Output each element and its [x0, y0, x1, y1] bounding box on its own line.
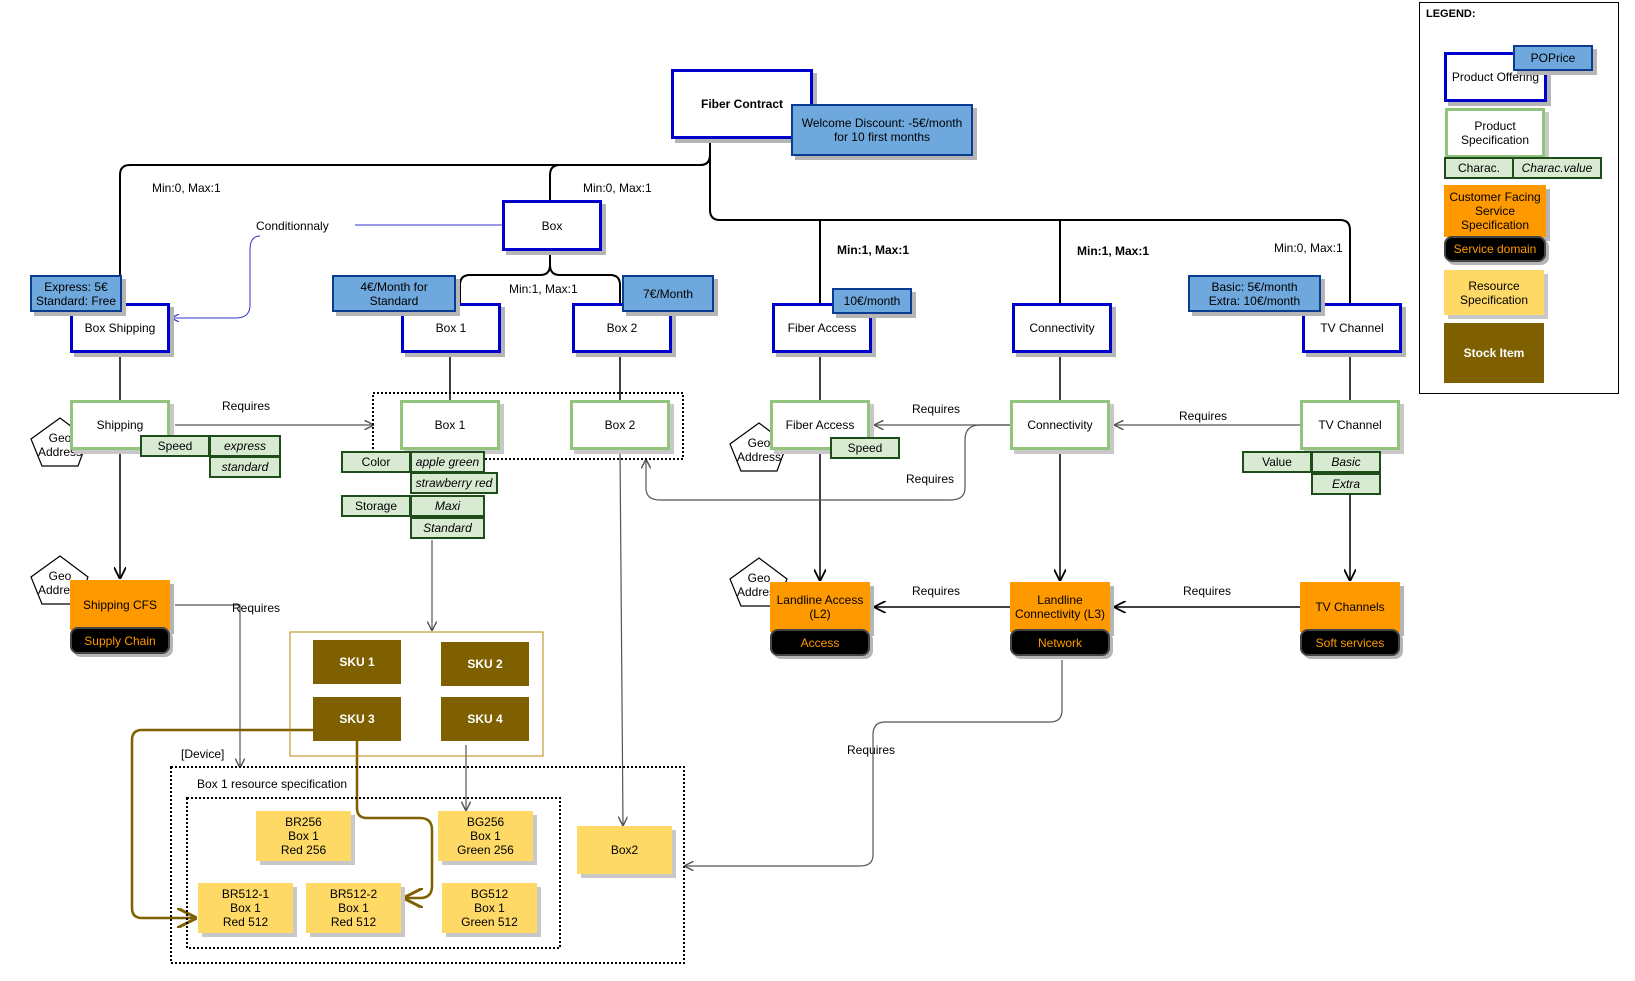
offering-fiber-access[interactable]: Fiber Access	[772, 303, 872, 353]
sku-4[interactable]: SKU 4	[441, 697, 529, 741]
domain-soft-services[interactable]: Soft services	[1300, 629, 1400, 656]
cardinality-shipping: Min:0, Max:1	[152, 181, 221, 195]
offering-box[interactable]: Box	[502, 200, 602, 251]
resource-br256[interactable]: BR256 Box 1 Red 256	[256, 811, 351, 861]
charac-value-extra[interactable]: Extra	[1311, 473, 1381, 495]
requires-label-shipping-device: Requires	[232, 601, 281, 615]
domain-supply-chain[interactable]: Supply Chain	[70, 627, 170, 654]
charac-value-strawberry-red[interactable]: strawberry red	[410, 472, 498, 494]
cardinality-connectivity: Min:1, Max:1	[1077, 244, 1150, 258]
legend-cfs: Customer Facing Service Specification	[1444, 185, 1546, 237]
legend-charac-value: Charac.value	[1512, 157, 1602, 179]
cardinality-box: Min:0, Max:1	[583, 181, 652, 195]
legend-resource-spec: Resource Specification	[1444, 270, 1544, 315]
requires-label-shipping-box: Requires	[222, 399, 271, 413]
offering-tree-lines	[119, 135, 1351, 305]
charac-value-standard[interactable]: standard	[209, 456, 281, 478]
sku-group	[289, 631, 544, 757]
requires-label-network-box2: Requires	[847, 743, 896, 757]
resource-bg256[interactable]: BG256 Box 1 Green 256	[438, 811, 533, 861]
legend-service-domain: Service domain	[1444, 236, 1546, 262]
charac-storage[interactable]: Storage	[341, 495, 411, 517]
charac-fiber-speed[interactable]: Speed	[830, 437, 900, 459]
cfs-tv-channels[interactable]: TV Channels	[1300, 582, 1400, 632]
cardinality-tv: Min:0, Max:1	[1274, 241, 1343, 255]
gray-requires-lines	[175, 425, 1300, 866]
price-fiber-access[interactable]: 10€/month	[832, 288, 912, 314]
sku-2[interactable]: SKU 2	[441, 642, 529, 686]
charac-value-standard-storage[interactable]: Standard	[410, 517, 485, 539]
conditional-arrow	[172, 235, 261, 318]
requires-label-l3-l2: Requires	[912, 584, 961, 598]
charac-value-basic[interactable]: Basic	[1311, 451, 1381, 473]
resource-br512-1[interactable]: BR512-1 Box 1 Red 512	[198, 883, 293, 933]
sku-lines	[130, 728, 434, 918]
device-group	[170, 766, 685, 964]
price-shipping[interactable]: Express: 5€ Standard: Free	[30, 275, 122, 312]
requires-label-connectivity-fiber: Requires	[912, 402, 961, 416]
spec-tv-channel[interactable]: TV Channel	[1300, 400, 1400, 450]
cardinality-box-children: Min:1, Max:1	[509, 282, 578, 296]
charac-value-express[interactable]: express	[209, 435, 281, 457]
charac-value-label[interactable]: Value	[1242, 451, 1312, 473]
box1-resource-group	[186, 797, 561, 949]
requires-label-tv-connectivity: Requires	[1179, 409, 1228, 423]
spec-cfs-lines	[120, 450, 1350, 607]
legend-stock-item: Stock Item	[1444, 323, 1544, 383]
charac-value-apple-green[interactable]: apple green	[410, 451, 485, 473]
spec-connectivity[interactable]: Connectivity	[1010, 400, 1110, 450]
legend-product-specification: Product Specification	[1445, 108, 1545, 158]
price-box1[interactable]: 4€/Month for Standard	[332, 275, 456, 312]
resource-bg512[interactable]: BG512 Box 1 Green 512	[442, 883, 537, 933]
charac-color[interactable]: Color	[341, 451, 411, 473]
sku-1[interactable]: SKU 1	[313, 640, 401, 684]
box1-resource-spec-label: Box 1 resource specification	[197, 777, 348, 791]
resource-br512-2[interactable]: BR512-2 Box 1 Red 512	[306, 883, 401, 933]
legend-title: LEGEND:	[1426, 8, 1476, 20]
spec-box1[interactable]: Box 1	[400, 400, 500, 450]
offering-connectivity[interactable]: Connectivity	[1012, 303, 1112, 353]
sku-3[interactable]: SKU 3	[313, 697, 401, 741]
domain-network[interactable]: Network	[1010, 629, 1110, 656]
requires-label-tv-l3: Requires	[1183, 584, 1232, 598]
charac-speed[interactable]: Speed	[140, 435, 210, 457]
cfs-landline-connectivity[interactable]: Landline Connectivity (L3)	[1010, 582, 1110, 632]
price-box2[interactable]: 7€/Month	[622, 275, 714, 312]
device-label: [Device]	[181, 747, 225, 761]
resource-box2[interactable]: Box2	[577, 826, 672, 874]
price-tv[interactable]: Basic: 5€/month Extra: 10€/month	[1188, 275, 1321, 312]
offering-spec-lines	[119, 352, 1351, 400]
geo-address-fiber-access: Geo Address	[736, 436, 782, 464]
cardinality-fiber-access: Min:1, Max:1	[837, 243, 910, 257]
conditionnaly-label: Conditionnaly	[256, 219, 329, 233]
price-welcome-discount[interactable]: Welcome Discount: -5€/month for 10 first…	[791, 104, 973, 156]
legend-poprice: POPrice	[1513, 45, 1593, 71]
cfs-landline-access[interactable]: Landline Access (L2)	[770, 582, 870, 632]
requires-label-connectivity-box2: Requires	[906, 472, 955, 486]
spec-box2[interactable]: Box 2	[570, 400, 670, 450]
charac-value-maxi[interactable]: Maxi	[410, 495, 485, 517]
legend-charac: Charac.	[1444, 157, 1514, 179]
cfs-shipping[interactable]: Shipping CFS	[70, 580, 170, 630]
domain-access[interactable]: Access	[770, 629, 870, 656]
